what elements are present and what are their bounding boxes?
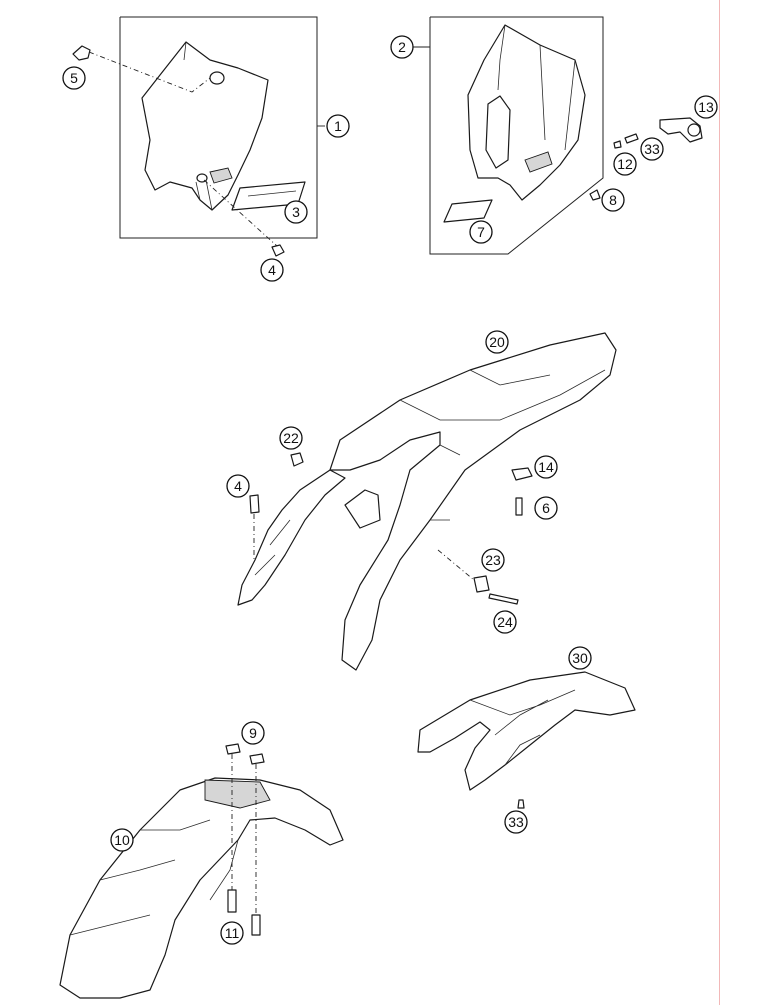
callout-10: 10 (110, 828, 134, 852)
leader-4-top (203, 179, 278, 247)
screw-4-top (271, 244, 285, 257)
front-fender (59, 777, 344, 999)
callout-7: 7 (469, 220, 493, 244)
mask-clip (524, 151, 553, 173)
number-plate (141, 41, 269, 211)
assembly-box-1 (119, 16, 318, 239)
svg-text:14: 14 (538, 459, 554, 475)
callout-12: 12 (613, 152, 637, 176)
svg-text:20: 20 (489, 334, 505, 350)
plate-mount-hole (209, 71, 225, 85)
mask-decal (443, 199, 493, 223)
fender-mount-plate (204, 779, 271, 809)
bushing-23 (473, 575, 490, 593)
svg-text:23: 23 (485, 552, 501, 568)
nut-22 (290, 452, 304, 467)
side-cover-30 (417, 671, 636, 791)
svg-text:10: 10 (114, 832, 130, 848)
rear-fender (329, 332, 617, 671)
page-edge-line (719, 0, 720, 1005)
callout-24: 24 (493, 610, 517, 634)
callout-11: 11 (220, 921, 244, 945)
callout-4-mid: 4 (226, 474, 250, 498)
leader-5 (88, 51, 211, 93)
rear-subframe-side-panel (237, 469, 346, 606)
callout-23: 23 (481, 548, 505, 572)
screw-8 (589, 189, 601, 201)
callout-5: 5 (62, 66, 86, 90)
callout-6: 6 (534, 496, 558, 520)
bolt-11a (227, 889, 237, 913)
svg-text:22: 22 (283, 430, 299, 446)
svg-text:33: 33 (508, 814, 524, 830)
headlight-mask (467, 24, 586, 201)
grommet-14 (511, 467, 533, 481)
svg-text:13: 13 (698, 99, 714, 115)
svg-text:7: 7 (477, 224, 485, 240)
callout-9: 9 (241, 721, 265, 745)
bolt-11b (251, 914, 261, 936)
svg-text:24: 24 (497, 614, 513, 630)
rear-fender-group (237, 332, 617, 671)
callout-33-top: 33 (640, 137, 664, 161)
svg-text:33: 33 (644, 141, 660, 157)
number-plate-group-1 (72, 16, 325, 257)
plate-clip (209, 167, 233, 184)
assembly-box-2 (429, 16, 604, 255)
svg-text:9: 9 (249, 725, 257, 741)
screw-5 (72, 45, 91, 61)
washer-9b (249, 753, 265, 765)
screw-33-bottom (517, 799, 525, 809)
headlight-mask-group-2 (413, 16, 703, 255)
svg-text:2: 2 (398, 39, 406, 55)
screw-4-mid (249, 494, 260, 514)
bolt-24 (488, 593, 519, 605)
svg-text:5: 5 (70, 70, 78, 86)
front-fender-group (59, 743, 344, 999)
svg-text:12: 12 (617, 156, 633, 172)
svg-text:4: 4 (234, 478, 242, 494)
callout-3: 3 (284, 200, 308, 224)
svg-text:1: 1 (334, 118, 342, 134)
headlight-opening (485, 95, 511, 169)
callout-33-bottom: 33 (504, 810, 528, 834)
svg-text:11: 11 (225, 925, 240, 941)
callout-2: 2 (390, 35, 414, 59)
callout-30: 30 (568, 646, 592, 670)
washer-9a (225, 743, 241, 755)
callout-4-top: 4 (260, 258, 284, 282)
callout-14: 14 (534, 455, 558, 479)
svg-text:30: 30 (572, 650, 588, 666)
screw-33-top (624, 133, 639, 144)
callout-22: 22 (279, 426, 303, 450)
callout-1: 1 (326, 114, 350, 138)
side-cover-group (417, 671, 636, 809)
svg-text:4: 4 (268, 262, 276, 278)
svg-text:6: 6 (542, 500, 550, 516)
fender-mount-boss (344, 489, 381, 529)
callout-8: 8 (601, 188, 625, 212)
svg-text:3: 3 (292, 204, 300, 220)
svg-text:8: 8 (609, 192, 617, 208)
callout-13: 13 (694, 95, 718, 119)
callout-20: 20 (485, 330, 509, 354)
washer-12 (613, 140, 622, 149)
screw-6 (515, 497, 523, 516)
